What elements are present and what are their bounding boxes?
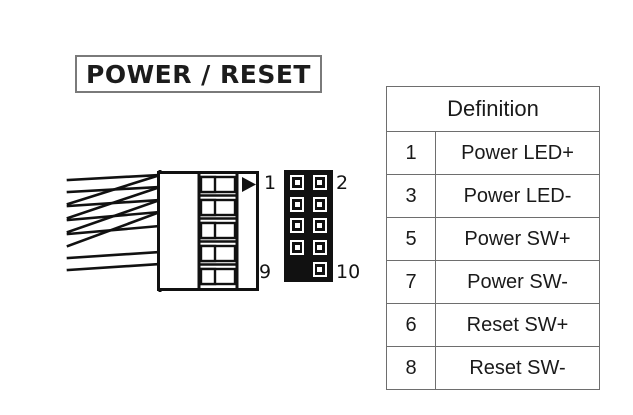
table-cell-pin: 5	[386, 217, 436, 261]
pin-ring	[290, 240, 305, 256]
pin-block	[284, 170, 333, 282]
table-cell-pin: 3	[386, 174, 436, 218]
wire-1	[66, 173, 162, 182]
table-cell-definition: Power LED+	[435, 131, 600, 175]
contact-slot-1	[199, 175, 237, 197]
pin-core	[317, 201, 323, 207]
table-header-definition: Definition	[386, 86, 600, 132]
pin-ring	[312, 175, 327, 191]
wire-3	[66, 173, 162, 206]
contact-slot-3	[199, 221, 237, 243]
wire-10	[66, 250, 162, 260]
header-pin-4	[309, 194, 330, 215]
header-pin-1	[287, 173, 308, 193]
table-cell-pin: 1	[386, 131, 436, 175]
table-cell-pin: 7	[386, 260, 436, 304]
pin-core	[317, 266, 323, 272]
pin-corner-label-top-right: 2	[336, 172, 349, 194]
pin-corner-label-top-left: 1	[264, 172, 277, 194]
wire-9	[66, 210, 162, 248]
pin-ring	[290, 261, 305, 277]
header-pin-3	[287, 194, 308, 215]
header-pin-7	[287, 237, 308, 258]
pin-ring	[312, 196, 327, 212]
pin-core	[317, 223, 323, 229]
header-pin-6	[309, 216, 330, 236]
pin-core	[294, 245, 300, 251]
pin-corner-label-bottom-right: 10	[336, 261, 361, 283]
pin-core	[294, 180, 300, 186]
pin-corner-label-bottom-left: 9	[259, 261, 272, 283]
pin-ring	[312, 261, 327, 277]
pin-ring	[290, 175, 305, 191]
pin-header-group: 1 2 9 10	[258, 165, 370, 290]
connector-housing	[157, 171, 259, 291]
table-cell-definition: Power SW+	[435, 217, 600, 261]
pin-core	[294, 201, 300, 207]
page-title: POWER / RESET	[86, 59, 311, 89]
pin-core	[317, 180, 323, 186]
table-cell-definition: Power SW-	[435, 260, 600, 304]
contact-slot-4	[199, 244, 237, 266]
wire-11	[66, 262, 162, 272]
wire-5	[66, 185, 162, 220]
header-pin-10	[309, 259, 330, 279]
wire-harness	[66, 170, 162, 292]
wire-7	[66, 198, 162, 234]
contact-slot-2	[199, 198, 237, 220]
table-cell-definition: Reset SW+	[435, 303, 600, 347]
header-pin-8	[309, 237, 330, 258]
pin-ring	[290, 218, 305, 234]
pin-core	[294, 266, 300, 272]
pin-core	[317, 245, 323, 251]
page-title-badge: POWER / RESET	[75, 55, 322, 93]
table-cell-definition: Power LED-	[435, 174, 600, 218]
header-pin-2	[309, 173, 330, 193]
table-cell-definition: Reset SW-	[435, 346, 600, 390]
pin-ring	[312, 218, 327, 234]
table-cell-pin: 8	[386, 346, 436, 390]
table-cell-pin: 6	[386, 303, 436, 347]
contact-slot-5	[199, 267, 237, 286]
pin-core	[294, 223, 300, 229]
wire-bundle	[66, 173, 162, 272]
header-pin-9	[287, 259, 308, 279]
pin-ring	[290, 196, 305, 212]
pin-one-triangle-icon	[242, 177, 256, 192]
table-header-row: Definition	[386, 86, 600, 132]
pin-ring	[312, 240, 327, 256]
header-pin-5	[287, 216, 308, 236]
